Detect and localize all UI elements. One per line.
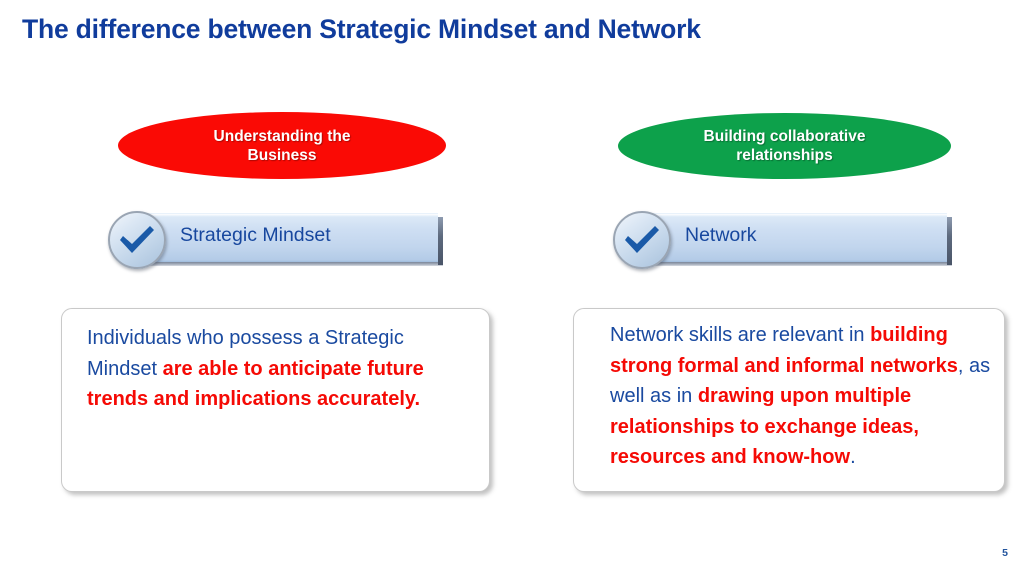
- description-box-network: Network skills are relevant in building …: [573, 308, 1005, 492]
- ellipse-building-collaborative-relationships: Building collaborative relationships: [618, 113, 951, 179]
- ellipse-understanding-the-business: Understanding the Business: [118, 112, 446, 179]
- ellipse-label-line2: relationships: [736, 147, 833, 164]
- banner-bar: [128, 213, 443, 265]
- banner-bar: [633, 213, 952, 265]
- description-box-strategic-mindset: Individuals who possess a Strategic Mind…: [61, 308, 490, 492]
- page-title: The difference between Strategic Mindset…: [22, 14, 701, 44]
- description-text-strategic-mindset: Individuals who possess a Strategic Mind…: [87, 327, 424, 410]
- page-number: 5: [1002, 547, 1008, 559]
- banner-shadow: [639, 262, 952, 266]
- banner-label-network: Network: [685, 224, 757, 246]
- ellipse-label-line1: Building collaborative: [703, 128, 866, 145]
- banner-shadow: [134, 262, 443, 266]
- description-text-network: Network skills are relevant in building …: [610, 324, 991, 468]
- check-icon: [613, 211, 671, 269]
- check-icon: [108, 211, 166, 269]
- ellipse-label-line2: Business: [247, 146, 317, 164]
- banner-label-strategic-mindset: Strategic Mindset: [180, 224, 331, 246]
- banner-network[interactable]: Network: [613, 211, 952, 269]
- banner-strategic-mindset[interactable]: Strategic Mindset: [108, 211, 443, 269]
- ellipse-label-line1: Understanding the: [213, 127, 351, 145]
